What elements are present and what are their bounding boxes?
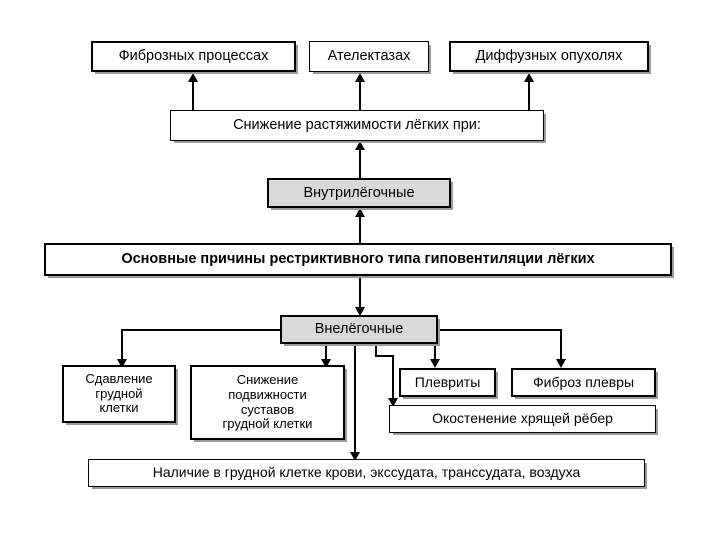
node-label: Внелёгочные [314,321,404,338]
node-label: Снижение растяжимости лёгких при: [233,117,481,134]
connector-line [325,343,327,360]
arrow-down-icon [388,398,398,407]
node-rib-ossification: Окостенение хрящей рёбер [389,405,656,433]
arrow-down-icon [556,359,566,368]
connector-line [434,343,436,360]
node-atelectasis: Ателектазах [309,41,429,72]
node-label: Основные причины рестриктивного типа гип… [121,251,595,268]
node-label: Ателектазах [327,48,411,65]
arrow-up-icon [355,73,365,82]
connector-line [121,329,123,360]
arrow-down-icon [355,307,365,316]
node-extrapulmonary: Внелёгочные [280,315,438,344]
node-label-line: грудной клетки [222,416,313,432]
connector-line [359,277,361,308]
node-intrapulmonary: Внутрилёгочные [267,178,451,208]
connector-line [436,329,562,331]
arrow-down-icon [350,452,360,461]
connector-line [354,343,356,453]
arrow-down-icon [321,359,331,368]
connector-line [121,329,282,331]
node-label-line: Сдавление [85,371,153,387]
node-label: Окостенение хрящей рёбер [432,410,613,427]
node-label: Фиброз плевры [532,373,635,390]
node-pleural-fibrosis: Фиброз плевры [511,368,656,397]
node-chest-compression: Сдавление грудной клетки [62,365,176,423]
arrow-down-icon [430,359,440,368]
node-pleurisy: Плевриты [399,368,496,397]
node-label-line: грудной [95,385,143,401]
node-label-line: подвижности [228,386,307,402]
node-label: Сдавление грудной клетки [79,371,158,416]
node-label-line: суставов [240,401,295,417]
connector-line [528,80,530,112]
node-chest-contents: Наличие в грудной клетке крови, экссудат… [88,459,645,487]
connector-line [359,80,361,112]
arrow-up-icon [355,208,365,217]
node-main-causes: Основные причины рестриктивного типа гип… [44,243,672,276]
node-label: Снижение подвижности суставов грудной кл… [217,373,319,431]
node-label-line: Снижение [236,372,299,388]
node-label: Плевриты [414,373,481,390]
arrow-up-icon [355,141,365,150]
node-joint-mobility: Снижение подвижности суставов грудной кл… [190,365,345,440]
connector-line [192,80,194,112]
node-label: Фиброзных процессах [118,48,269,65]
node-compliance-drop: Снижение растяжимости лёгких при: [170,110,544,141]
connector-line [359,215,361,244]
connector-line [392,355,394,399]
arrow-up-icon [524,73,534,82]
node-fibrous-processes: Фиброзных процессах [91,41,296,72]
node-diffuse-tumors: Диффузных опухолях [449,41,649,72]
node-label-line: клетки [99,400,139,416]
connector-line [560,329,562,360]
connector-line [375,343,377,355]
connector-line [359,148,361,178]
arrow-up-icon [188,73,198,82]
node-label: Внутрилёгочные [303,184,415,201]
connector-line [375,355,394,357]
node-label: Наличие в грудной клетке крови, экссудат… [152,464,581,481]
node-label: Диффузных опухолях [475,48,623,65]
arrow-down-icon [117,359,127,368]
